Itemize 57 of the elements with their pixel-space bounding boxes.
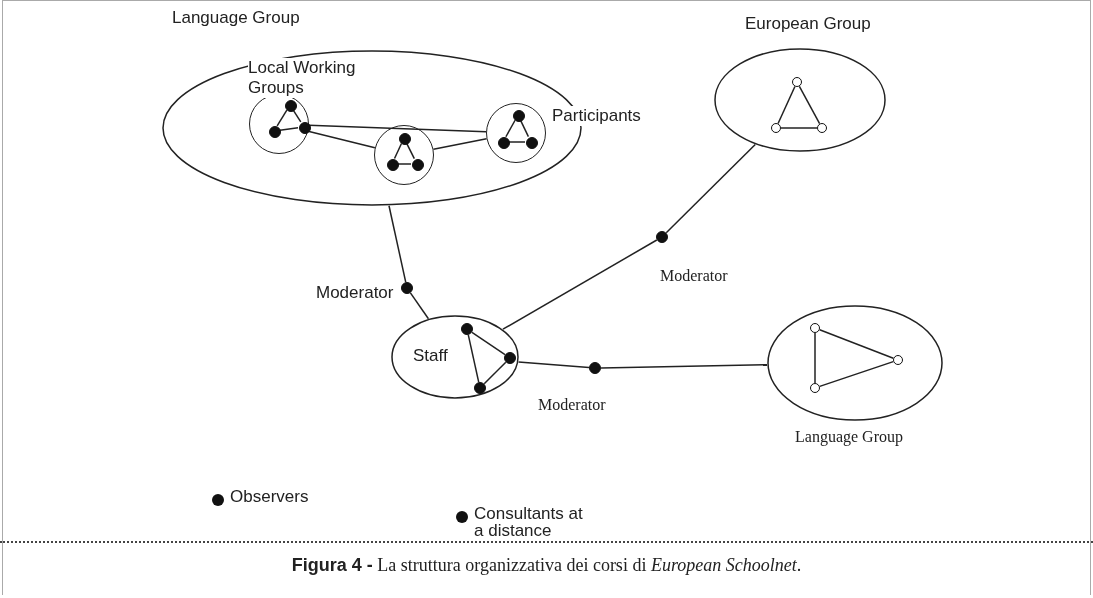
- group-heading: Language Group: [795, 428, 904, 446]
- role-label: Moderator: [538, 396, 607, 414]
- member-dot: [399, 133, 411, 145]
- connector-line: [517, 361, 590, 369]
- connector-line: [819, 360, 894, 388]
- member-dot: [269, 126, 281, 138]
- connector-line: [388, 205, 407, 283]
- member-dot: [817, 123, 827, 133]
- connector-line: [276, 109, 288, 127]
- connector-line: [798, 85, 821, 125]
- member-dot: [792, 77, 802, 87]
- group-heading: European Group: [745, 14, 872, 34]
- connector-line: [397, 163, 412, 165]
- connector-line: [307, 130, 376, 149]
- connector-line: [467, 334, 480, 383]
- moderator-dot: [589, 362, 601, 374]
- member-dot: [412, 159, 424, 171]
- member-dot: [771, 123, 781, 133]
- legend-label: Consultants at a distance: [474, 505, 584, 539]
- connector-line: [665, 143, 756, 234]
- role-label: Moderator: [316, 283, 395, 303]
- connector-line: [405, 142, 416, 160]
- connector-line: [508, 141, 526, 143]
- member-dot: [504, 352, 516, 364]
- figure-caption: Figura 4 - La struttura organizzativa dei corsi di European Schoolnet.: [290, 555, 803, 576]
- connector-line: [814, 332, 816, 384]
- connector-line: [502, 239, 658, 330]
- connector-line: [393, 142, 403, 160]
- member-dot: [810, 383, 820, 393]
- moderator-dot: [401, 282, 413, 294]
- member-dot: [299, 122, 311, 134]
- member-dot: [474, 382, 486, 394]
- group-heading: Language Group: [172, 8, 301, 28]
- connector-line: [777, 85, 796, 125]
- connector-line: [308, 124, 487, 133]
- connector-line: [483, 361, 507, 385]
- member-dot: [526, 137, 538, 149]
- moderator-dot: [656, 231, 668, 243]
- connector-line: [780, 127, 818, 129]
- connector-line: [505, 119, 516, 138]
- legend-label: Observers: [230, 488, 310, 505]
- role-label: Moderator: [660, 267, 729, 285]
- connector-line: [279, 127, 299, 131]
- member-dot: [285, 100, 297, 112]
- member-dot: [810, 323, 820, 333]
- member-dot: [498, 137, 510, 149]
- member-dot: [461, 323, 473, 335]
- connector-line: [818, 329, 895, 359]
- connector-line: [471, 331, 506, 356]
- member-dot: [513, 110, 525, 122]
- group-label: Staff: [413, 346, 449, 366]
- connector-line: [600, 363, 768, 369]
- group-ellipse: [391, 315, 519, 399]
- connector-line: [432, 138, 488, 150]
- member-dot: [893, 355, 903, 365]
- connector-line: [409, 292, 430, 320]
- member-dot: [387, 159, 399, 171]
